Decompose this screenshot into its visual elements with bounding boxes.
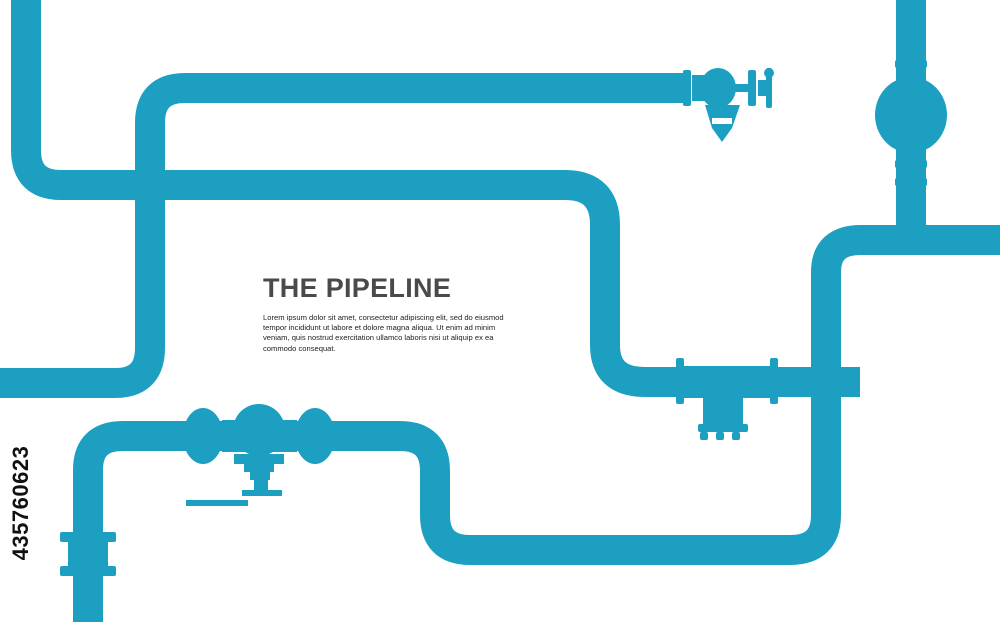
flange-joint-icon	[60, 532, 116, 576]
text-block: THE PIPELINE Lorem ipsum dolor sit amet,…	[263, 272, 513, 354]
pipe-a	[11, 0, 860, 397]
pipe-c	[73, 225, 1000, 622]
stock-id-text: 435760623	[8, 445, 33, 561]
pipe-b	[0, 73, 690, 398]
stock-id-label: 435760623	[4, 385, 38, 622]
round-gauge-icon	[875, 60, 947, 186]
valve-handle-icon	[683, 68, 774, 142]
ball-valve-icon	[183, 404, 335, 506]
body-paragraph: Lorem ipsum dolor sit amet, consectetur …	[263, 313, 504, 353]
page-title: THE PIPELINE	[263, 273, 452, 303]
filter-strainer-icon	[676, 358, 778, 440]
